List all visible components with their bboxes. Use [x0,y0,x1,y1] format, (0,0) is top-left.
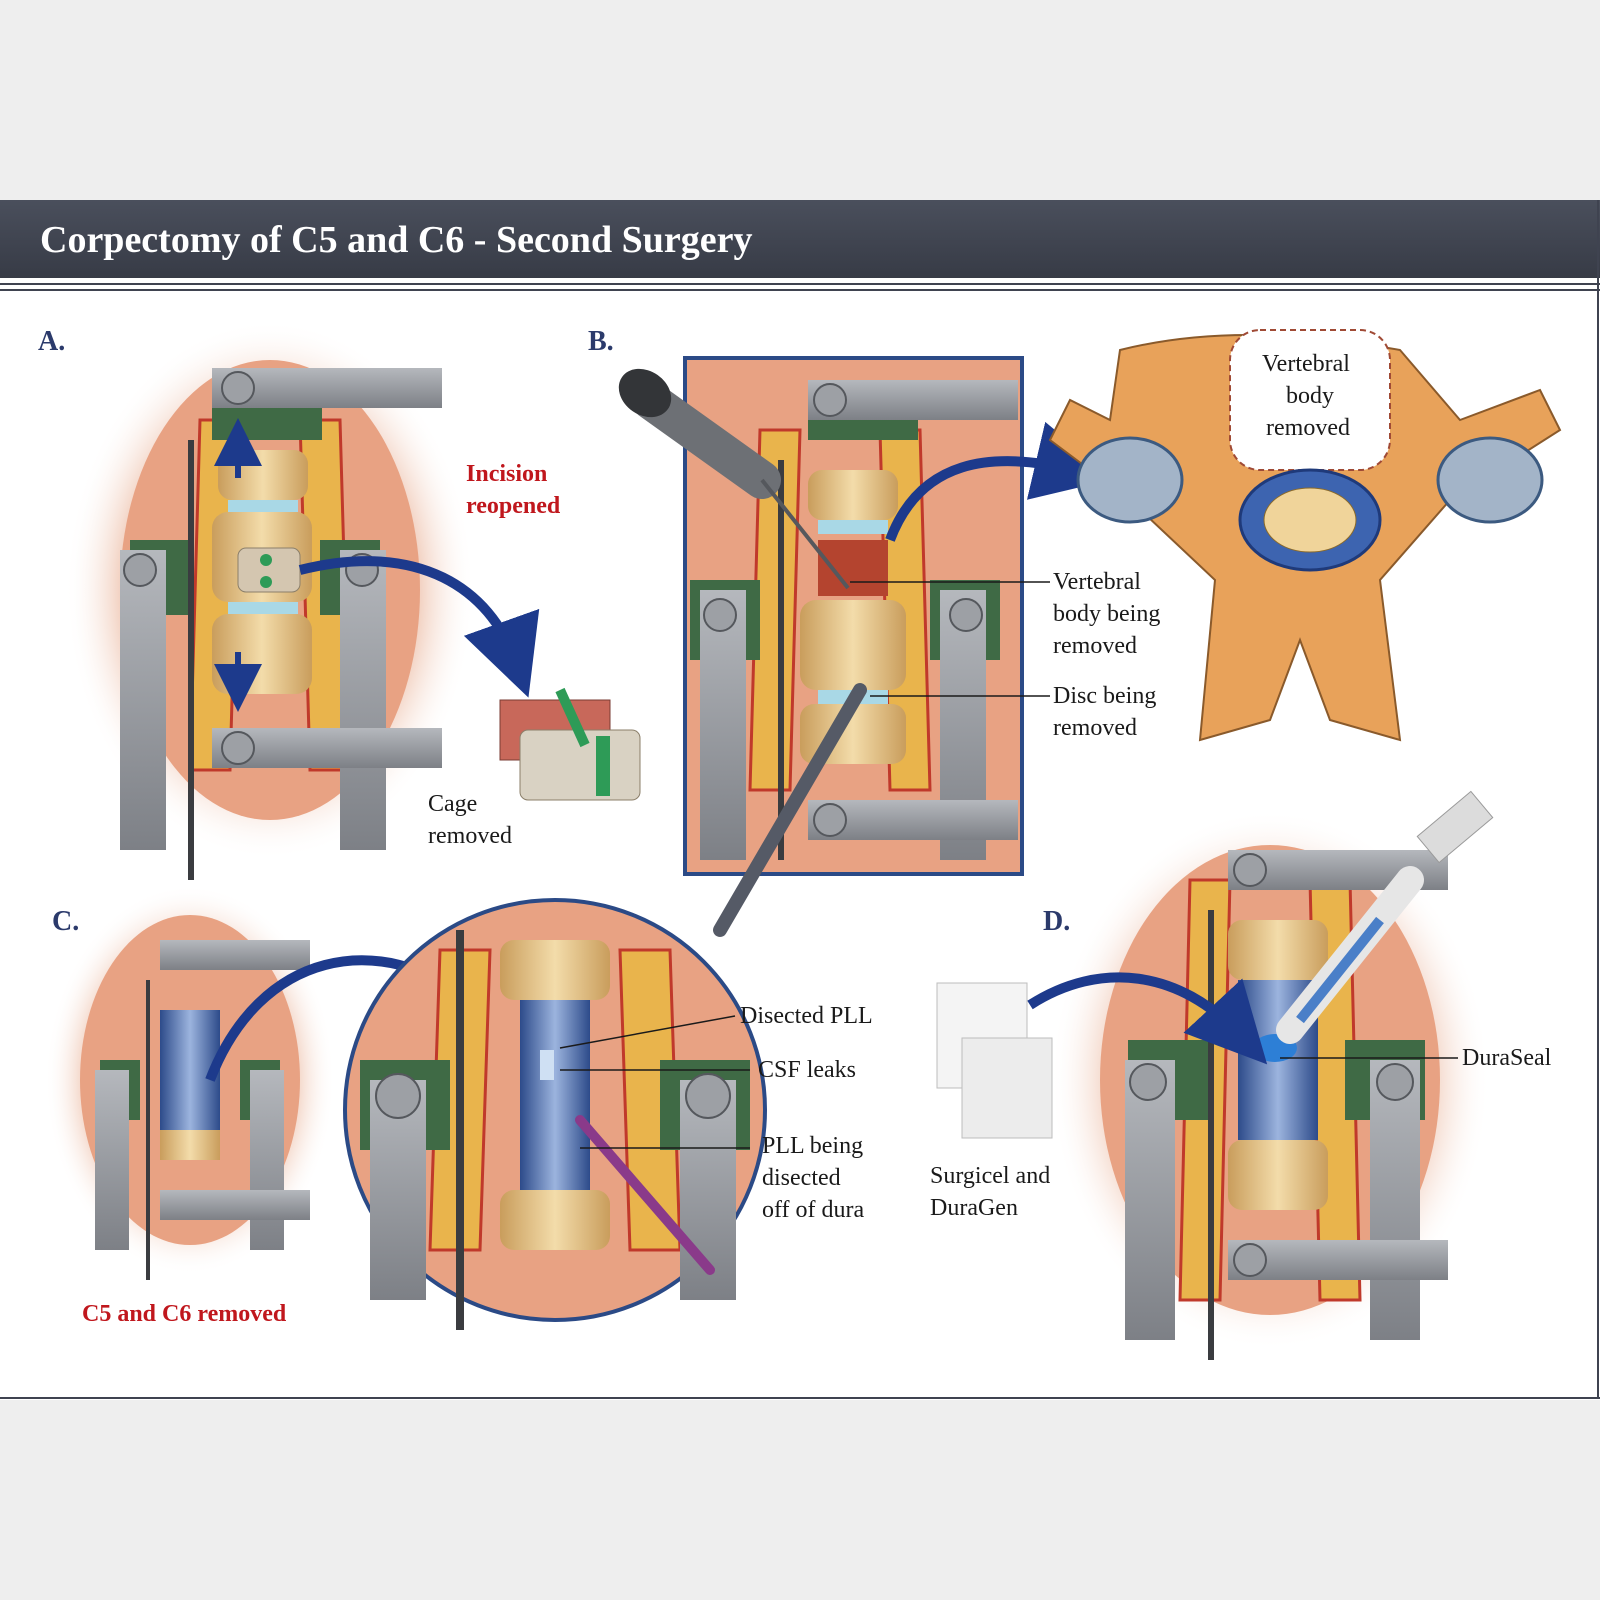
syringe-icon [1276,790,1494,1044]
pll-being-disected-line1: PLL being [762,1133,864,1159]
dura [520,1000,590,1190]
cage-removed-label-line2: removed [428,823,512,849]
distractor-pin [188,440,194,880]
surgicel-duragen-line2: DuraGen [930,1195,1018,1221]
page-title: Corpectomy of C5 and C6 - Second Surgery [40,219,753,261]
vertebral-body-removed-line2: body [1286,383,1334,409]
panel-a-surgical-field [65,320,475,880]
panel-c-magnified-view [343,898,767,1330]
vertebra-cross-section [1048,329,1562,742]
arrow-icon [298,556,540,698]
drill-icon [618,368,850,590]
retractor-blade [340,550,386,850]
pll-being-disected-line3: off of dura [762,1197,865,1223]
csf-leak [540,1050,554,1080]
duraseal-label: DuraSeal [1462,1045,1552,1071]
arrow-icon [1027,972,1268,1065]
vertebral-body-removed-line3: removed [1266,415,1350,441]
csf-leaks-label: CSF leaks [758,1057,857,1083]
duragen-sheet [961,1037,1053,1139]
vertebral-body-being-removed-line2: body being [1053,601,1161,627]
panel-d-letter: D. [1043,906,1071,937]
arrow-icon [885,421,1114,542]
panel-a-letter: A. [38,326,66,357]
forceps-icon [575,1115,715,1275]
vertebral-body-removed-line1: Vertebral [1262,351,1350,377]
vertebra [212,614,312,694]
vertebral-body-being-removed-line1: Vertebral [1053,569,1141,595]
vertebra [218,450,308,500]
vertebral-body-being-removed [818,540,888,596]
panel-c-small-field [45,885,335,1280]
panel-b-surgical-field [683,356,1024,876]
curette-icon [713,683,867,937]
pll-being-disected-line2: disected [762,1165,841,1191]
incision-reopened-label-line1: Incision [466,461,548,487]
title-bar: Corpectomy of C5 and C6 - Second Surgery [0,200,1600,278]
disected-pll-label: Disected PLL [740,1003,873,1029]
c5-c6-removed-label: C5 and C6 removed [82,1301,287,1327]
surgicel-duragen-line1: Surgicel and [930,1163,1051,1189]
cage-removed-label-line1: Cage [428,791,478,817]
panel-d-surgical-field [1050,810,1490,1360]
disc-being-removed-line2: removed [1053,715,1137,741]
disc-being-removed-line1: Disc being [1053,683,1157,709]
retractor-blade [120,550,166,850]
removed-cage [499,687,641,801]
panel-c-letter: C. [52,906,80,937]
vertebral-body-being-removed-line3: removed [1053,633,1137,659]
leader-line [559,1015,736,1049]
panel-b-letter: B. [588,326,614,357]
incision-reopened-label-line2: reopened [466,493,561,519]
